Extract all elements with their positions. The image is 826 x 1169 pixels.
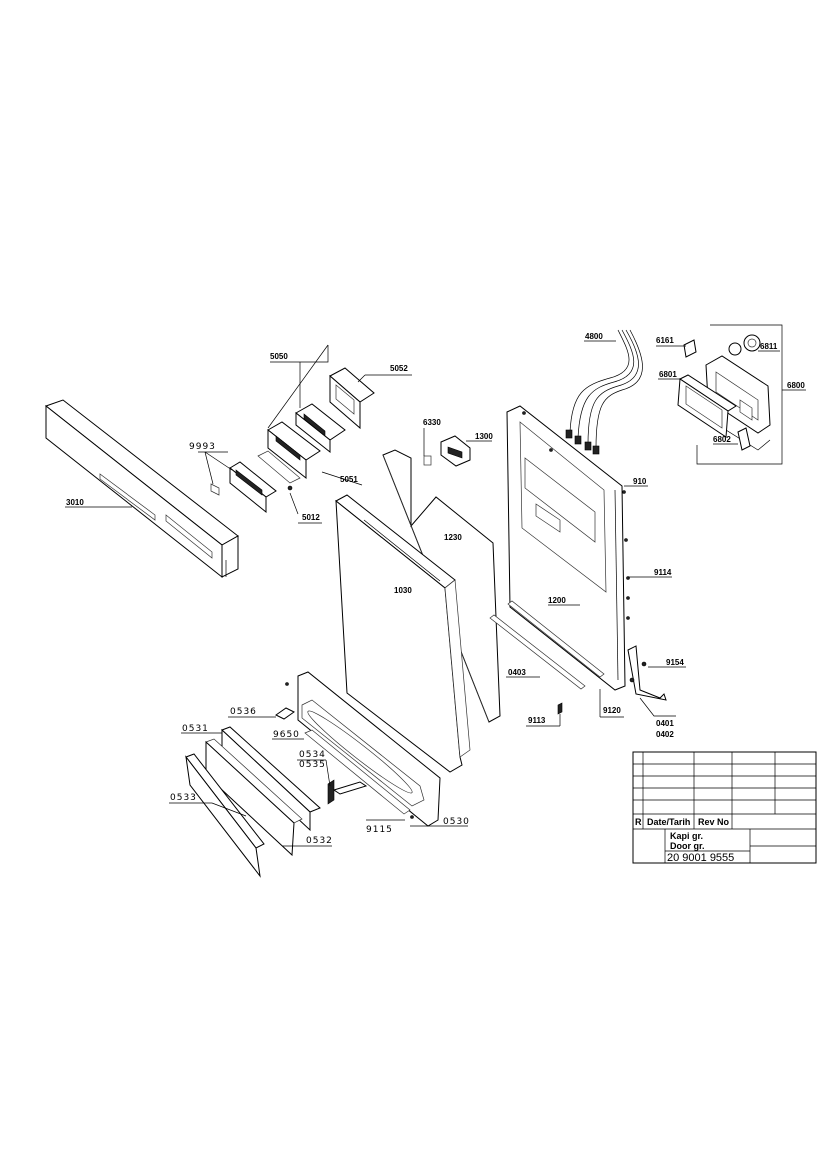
label-5012: 5012: [302, 513, 320, 522]
label-9650: 9650: [273, 730, 300, 740]
part-6802-actuator: [737, 427, 751, 451]
label-5051: 5051: [340, 475, 358, 484]
part-1200-inner-door: [506, 405, 626, 691]
label-5050: 5050: [270, 352, 288, 361]
title-block-date-header: Date/Tarih: [647, 817, 690, 827]
label-6330: 6330: [423, 418, 441, 427]
part-6801-gasket: [677, 374, 737, 438]
part-6161-clip: [683, 339, 697, 358]
label-6801: 6801: [659, 370, 677, 379]
part-9650-light-guide: [304, 729, 411, 815]
label-6800: 6800: [787, 381, 805, 390]
part-0531-kick-panel: [205, 726, 321, 857]
label-910: 910: [633, 477, 647, 486]
part-3010-control-panel: [44, 399, 239, 579]
label-0536: 0536: [230, 707, 257, 717]
part-0403-seal: [489, 600, 605, 690]
part-0536-clip: [275, 707, 295, 720]
label-6811: 6811: [760, 342, 778, 351]
part-5012-board: [257, 450, 301, 491]
label-9120: 9120: [603, 706, 621, 715]
title-block-rev-header: Rev No: [698, 817, 730, 827]
part-4800-wiring-harness: [565, 329, 643, 455]
label-9115: 9115: [366, 825, 393, 835]
part-0530-bottom-frame: [285, 671, 441, 827]
title-block: [632, 751, 817, 864]
label-1300: 1300: [475, 432, 493, 441]
label-0403: 0403: [508, 668, 526, 677]
label-4800: 4800: [585, 332, 603, 341]
part-5052-bracket: [329, 367, 375, 430]
label-6802: 6802: [713, 435, 731, 444]
label-3010: 3010: [66, 498, 84, 507]
label-0531: 0531: [182, 724, 209, 734]
part-1030-door-panel: [335, 494, 471, 773]
part-6800-dispenser: [705, 355, 771, 451]
part-0534-bracket: [327, 779, 368, 805]
title-block-group-en: Door gr.: [670, 841, 705, 851]
label-1200: 1200: [548, 596, 566, 605]
label-0402: 0402: [656, 730, 674, 739]
title-block-group-tr: Kapi gr.: [670, 831, 703, 841]
label-0533: 0533: [170, 793, 197, 803]
label-1230: 1230: [444, 533, 462, 542]
label-1030: 1030: [394, 586, 412, 595]
label-9154: 9154: [666, 658, 684, 667]
part-5050-housing: [267, 421, 321, 480]
label-9113: 9113: [528, 716, 546, 725]
title-block-drawing-number: 20 9001 9555: [667, 852, 734, 864]
part-9993-keypad: [210, 461, 277, 514]
label-9993: 9993: [189, 442, 216, 452]
label-6161: 6161: [656, 336, 674, 345]
label-0535: 0535: [299, 760, 326, 770]
title-block-rev-marker: R: [635, 817, 642, 827]
part-0533-kick-plate: [185, 753, 265, 878]
part-0401-hinge: [627, 645, 667, 701]
label-9114: 9114: [654, 568, 672, 577]
part-screws-right: [522, 411, 647, 667]
label-0530: 0530: [443, 817, 470, 827]
label-5052: 5052: [390, 364, 408, 373]
part-1300-latch: [440, 435, 471, 467]
label-0534: 0534: [299, 750, 326, 760]
label-0401: 0401: [656, 719, 674, 728]
label-0532: 0532: [306, 836, 333, 846]
part-5051-module: [295, 403, 346, 454]
part-6811-cap: [728, 334, 761, 356]
